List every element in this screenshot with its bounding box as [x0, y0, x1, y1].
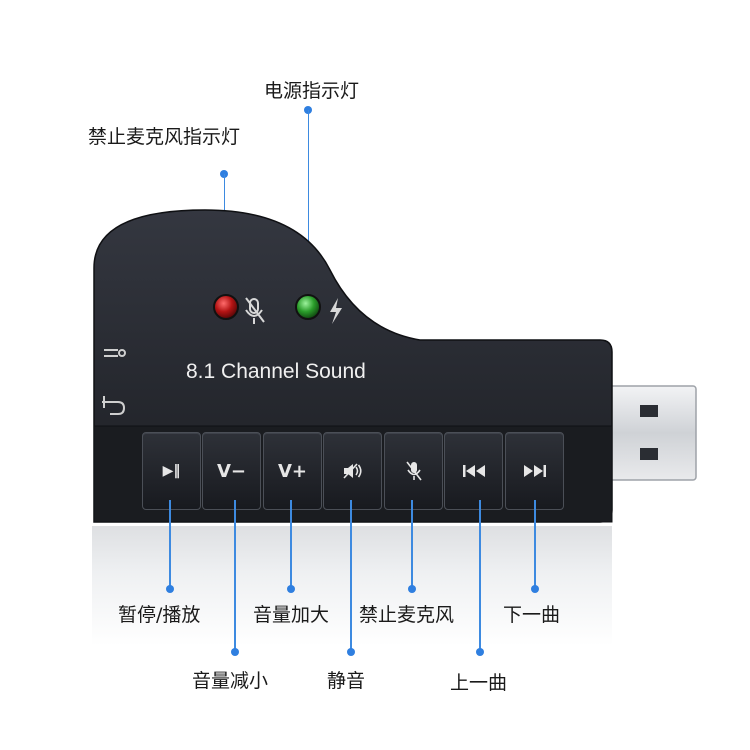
callout-line-power: [307, 110, 309, 288]
callout-line-next-track: [534, 500, 536, 588]
label-power-indicator: 电源指示灯: [264, 80, 360, 102]
mic-jack-icon: [102, 396, 126, 415]
volume-up-button[interactable]: V+: [263, 432, 322, 510]
callout-line-mute: [350, 500, 352, 652]
mic-mute-icon-small: [245, 297, 265, 324]
callout-dot-previous-track: [475, 648, 484, 656]
power-led: [295, 294, 321, 320]
device-reflection: [92, 526, 612, 646]
label-pause-play: 暂停/播放: [118, 604, 201, 626]
callout-dot-mute: [346, 648, 355, 656]
callout-dot-mic-mute: [407, 585, 416, 593]
next-track-icon: [523, 465, 546, 477]
callout-line-pause-play: [169, 500, 171, 588]
volume-up-icon: V+: [277, 460, 307, 482]
mic-mute-icon: [405, 461, 422, 481]
mic-mute-led: [213, 294, 239, 320]
play-pause-icon: ▶︎‖: [162, 463, 181, 479]
callout-line-previous-track: [479, 500, 481, 652]
next-track-button[interactable]: [505, 432, 564, 510]
callout-line-volume-up: [290, 500, 292, 588]
label-next-track: 下一曲: [503, 604, 561, 626]
usb-plug: [605, 385, 697, 481]
headphone-jack-icon: [104, 349, 126, 357]
play-pause-button[interactable]: ▶︎‖: [142, 432, 201, 510]
label-previous-track: 上一曲: [450, 672, 508, 694]
callout-dot-volume-down: [230, 648, 239, 656]
label-mic-mute: 禁止麦克风: [359, 604, 455, 626]
power-bolt-icon: [330, 298, 342, 324]
previous-track-icon: [462, 465, 485, 477]
volume-down-button[interactable]: V−: [202, 432, 261, 510]
callout-dot-volume-up: [286, 585, 295, 593]
mic-mute-button[interactable]: [384, 432, 443, 510]
callout-line-mic-mute: [411, 500, 413, 588]
label-volume-down: 音量减小: [192, 670, 269, 692]
callout-line-volume-down: [234, 500, 236, 652]
previous-track-button[interactable]: [444, 432, 503, 510]
label-volume-up: 音量加大: [253, 604, 330, 626]
brand-text: 8.1 Channel Sound: [186, 360, 366, 383]
mute-speaker-icon: [342, 463, 362, 479]
mute-button[interactable]: [323, 432, 382, 510]
volume-down-icon: V−: [216, 460, 246, 482]
callout-dot-pause-play: [165, 585, 174, 593]
label-mute: 静音: [327, 670, 366, 692]
callout-dot-next-track: [530, 585, 539, 593]
label-mic-mute-indicator: 禁止麦克风指示灯: [88, 126, 241, 148]
